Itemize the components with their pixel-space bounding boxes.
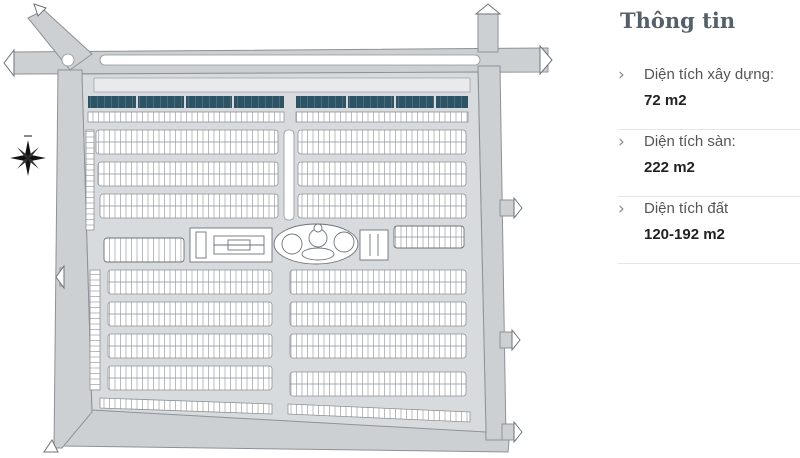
lot-blocks-south-west <box>107 269 273 391</box>
lot-blocks-north-east <box>297 129 467 219</box>
arrow-east-3 <box>513 420 523 444</box>
chevron-right-icon: › <box>618 65 625 85</box>
north-plaza <box>93 77 471 93</box>
info-panel: Thông tin › Diện tích xây dựng: 72 m2 › … <box>600 0 800 458</box>
compass-rose-icon <box>10 135 46 176</box>
arrow-east-1 <box>513 196 523 220</box>
site-plan-svg <box>3 3 553 453</box>
north-green-strip <box>99 54 481 66</box>
info-item-floor-area: › Diện tích sàn: 222 m2 <box>618 130 800 197</box>
arrow-west-mid <box>55 264 65 290</box>
arrow-northwest <box>33 3 47 17</box>
clubhouse <box>359 229 389 261</box>
arrow-east-2 <box>511 328 521 352</box>
arrow-southwest <box>43 439 59 453</box>
central-median <box>283 129 295 221</box>
lot-column-west <box>85 129 101 391</box>
roundabout <box>61 53 75 67</box>
lot-blocks-north-west <box>95 129 279 219</box>
info-item-value: 72 m2 <box>644 92 687 109</box>
arrow-east <box>539 44 553 76</box>
road-network <box>13 9 549 453</box>
arrow-west <box>3 48 15 78</box>
info-item-value: 222 m2 <box>644 159 695 176</box>
west-road <box>53 69 93 449</box>
road-arrows <box>3 3 553 453</box>
central-amenity-zone <box>103 223 465 265</box>
site-plan-map <box>3 3 553 453</box>
north-spur <box>477 13 499 53</box>
info-item-label: Diện tích xây dựng: <box>644 66 775 83</box>
info-item-construction-area: › Diện tích xây dựng: 72 m2 <box>618 63 800 130</box>
lot-row-south <box>99 397 471 423</box>
lot-row-thin <box>87 111 469 123</box>
chevron-right-icon: › <box>618 132 625 152</box>
info-item-land-area: › Diện tích đất 120-192 m2 <box>618 197 800 264</box>
info-item-value: 120-192 m2 <box>644 226 725 243</box>
lot-blocks-south-east <box>289 269 467 397</box>
info-title: Thông tin <box>620 8 736 33</box>
info-item-label: Diện tích sàn: <box>644 133 736 150</box>
arrow-north <box>474 3 502 15</box>
chevron-right-icon: › <box>618 199 625 219</box>
info-item-label: Diện tích đất <box>644 200 729 217</box>
central-park <box>273 223 359 265</box>
shophouse-row <box>88 96 468 108</box>
